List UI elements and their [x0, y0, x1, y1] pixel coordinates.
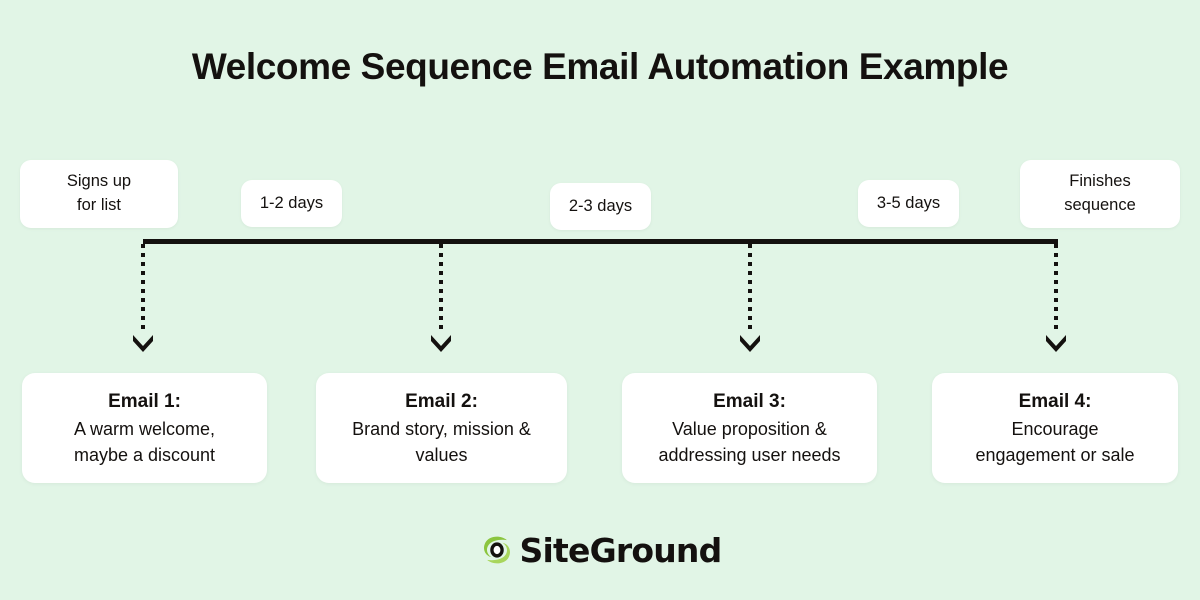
timeline-label-signs-up-line2: for list [76, 196, 121, 214]
email-card-2-line2: values [415, 444, 468, 465]
timeline-label-finishes-line2: sequence [1064, 196, 1136, 214]
timeline-label-finishes-sequence: Finishes sequence [1020, 160, 1180, 228]
dotted-line-3 [748, 244, 752, 330]
email-card-1-line2: maybe a discount [73, 444, 216, 465]
email-card-2: Email 2: Brand story, mission & values [316, 373, 567, 483]
email-card-4: Email 4: Encourage engagement or sale [932, 373, 1178, 483]
email-card-3-heading: Email 3: [713, 390, 786, 412]
connector-arrow-2 [431, 244, 451, 356]
email-card-3-line2: addressing user needs [658, 444, 841, 465]
email-card-3: Email 3: Value proposition & addressing … [622, 373, 877, 483]
arrow-down-icon-3 [740, 335, 760, 352]
dotted-line-1 [141, 244, 145, 330]
arrow-down-icon-1 [133, 335, 153, 352]
timeline-bar [143, 239, 1058, 244]
dotted-line-2 [439, 244, 443, 330]
connector-arrow-4 [1046, 244, 1066, 356]
email-card-1-heading: Email 1: [108, 390, 181, 412]
timeline-label-delay-1-2-days-text: 1-2 days [259, 193, 324, 212]
timeline-label-finishes-line1: Finishes [1069, 172, 1131, 191]
timeline-label-delay-1-2-days: 1-2 days [241, 180, 342, 227]
timeline-label-delay-2-3-days: 2-3 days [550, 183, 651, 230]
page-title: Welcome Sequence Email Automation Exampl… [191, 46, 1009, 87]
email-card-2-line1: Brand story, mission & [352, 419, 531, 440]
connector-arrow-1 [133, 244, 153, 356]
email-card-4-heading: Email 4: [1018, 390, 1092, 412]
dotted-line-4 [1054, 244, 1058, 330]
email-card-2-heading: Email 2: [405, 390, 478, 412]
timeline-label-signs-up: Signs up for list [20, 160, 178, 228]
email-card-4-line2: engagement or sale [975, 444, 1135, 465]
timeline-label-delay-3-5-days: 3-5 days [858, 180, 959, 227]
siteground-wordmark: SiteGround [519, 530, 723, 570]
arrow-down-icon-4 [1046, 335, 1066, 352]
timeline-label-delay-3-5-days-text: 3-5 days [876, 193, 941, 212]
timeline-label-delay-2-3-days-text: 2-3 days [568, 196, 633, 215]
arrow-down-icon-2 [431, 335, 451, 352]
email-card-1-line1: A warm welcome, [73, 419, 216, 440]
email-card-4-line1: Encourage [1011, 419, 1099, 440]
timeline-label-signs-up-line1: Signs up [66, 172, 132, 191]
email-card-1: Email 1: A warm welcome, maybe a discoun… [22, 373, 267, 483]
email-card-3-line1: Value proposition & [672, 419, 827, 440]
connector-arrow-3 [740, 244, 760, 356]
siteground-logo: SiteGround [0, 532, 1200, 568]
siteground-swirl-icon [483, 536, 510, 564]
